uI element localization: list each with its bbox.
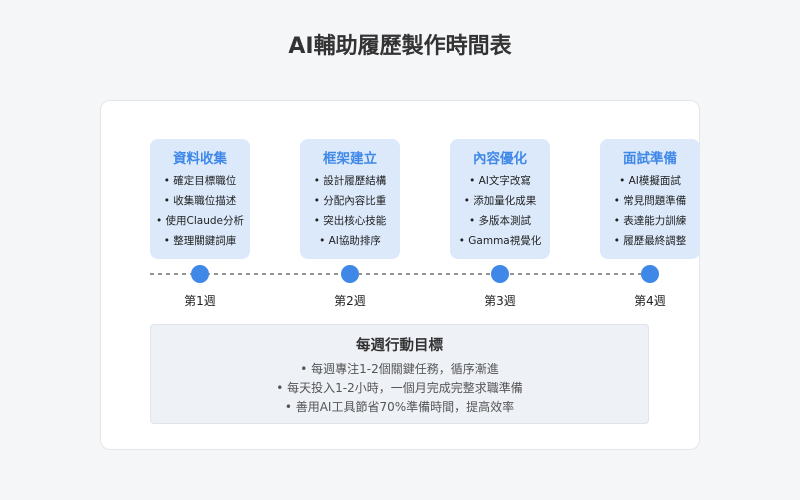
phase-title: 內容優化 — [473, 151, 527, 167]
phase-task: • 分配內容比重 — [313, 195, 387, 207]
phase-box-week-4: 面試準備 • AI模擬面試 • 常見問題準備 • 表達能力訓練 • 履歷最終調整 — [600, 139, 700, 259]
goal-item: • 每天投入1-2小時，一個月完成完整求職準備 — [276, 381, 523, 395]
milestone-dot-week-3 — [491, 265, 509, 283]
phase-task: • 表達能力訓練 — [613, 215, 687, 227]
week-label-2: 第2週 — [334, 294, 366, 308]
milestone-dot-week-2 — [341, 265, 359, 283]
phase-task: • 履歷最終調整 — [613, 235, 687, 247]
phase-task: • 設計履歷結構 — [313, 175, 387, 187]
phase-task: • 添加量化成果 — [463, 195, 537, 207]
phase-task: • 多版本測試 — [468, 215, 532, 227]
phase-box-week-2: 框架建立 • 設計履歷結構 • 分配內容比重 • 突出核心技能 • AI協助排序 — [300, 139, 400, 259]
phase-task: • 收集職位描述 — [163, 195, 237, 207]
phase-task: • 確定目標職位 — [163, 175, 237, 187]
week-label-4: 第4週 — [634, 294, 666, 308]
phase-task: • AI模擬面試 — [619, 175, 681, 187]
phase-task: • Gamma視覺化 — [458, 235, 542, 247]
phase-task: • AI文字改寫 — [469, 175, 531, 187]
phase-task: • 整理關鍵詞庫 — [163, 235, 237, 247]
phase-title: 資料收集 — [173, 151, 227, 167]
milestone-dot-week-4 — [641, 265, 659, 283]
phase-task: • 使用Claude分析 — [156, 215, 244, 227]
page-title: AI輔助履歷製作時間表 — [288, 34, 512, 59]
weekly-goals-box: 每週行動目標 • 每週專注1-2個關鍵任務，循序漸進 • 每天投入1-2小時，一… — [150, 324, 649, 424]
milestone-dot-week-1 — [191, 265, 209, 283]
phase-title: 框架建立 — [323, 151, 377, 167]
phase-task: • 常見問題準備 — [613, 195, 687, 207]
goal-item: • 每週專注1-2個關鍵任務，循序漸進 — [300, 362, 499, 376]
phase-task: • 突出核心技能 — [313, 215, 387, 227]
weekly-goals-title: 每週行動目標 — [356, 338, 443, 354]
week-label-3: 第3週 — [484, 294, 516, 308]
phase-box-week-1: 資料收集 • 確定目標職位 • 收集職位描述 • 使用Claude分析 • 整理… — [150, 139, 250, 259]
phase-box-week-3: 內容優化 • AI文字改寫 • 添加量化成果 • 多版本測試 • Gamma視覺… — [450, 139, 550, 259]
goal-item: • 善用AI工具節省70%準備時間，提高效率 — [284, 400, 515, 414]
phase-task: • AI協助排序 — [319, 235, 381, 247]
week-label-1: 第1週 — [184, 294, 216, 308]
phase-title: 面試準備 — [623, 151, 677, 167]
